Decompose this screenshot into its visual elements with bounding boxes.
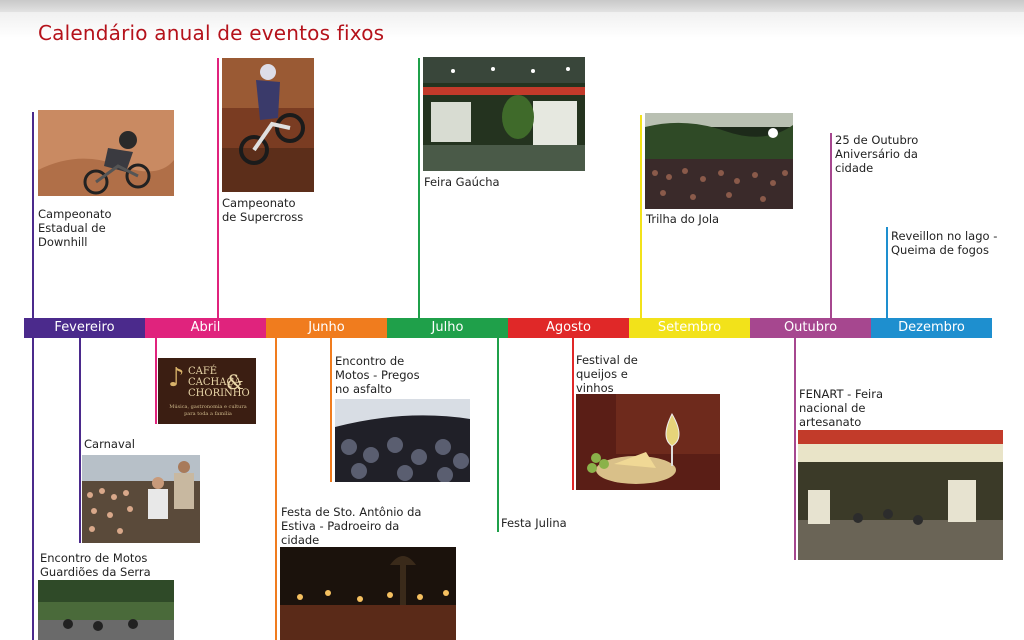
- supercross-photo: [222, 58, 314, 192]
- event-santo-antonio: Festa de Sto. Antônio da Estiva - Padroe…: [281, 505, 422, 547]
- poster-tagline: Música, gastronomia e cultura para toda …: [169, 404, 247, 417]
- poster-brand-line3: CHORINHO: [188, 388, 250, 399]
- event-festa-julina: Festa Julina: [501, 516, 567, 530]
- cafe-cachaca-poster: ♪ CAFÉ CACHAÇA CHORINHO & Música, gastro…: [158, 358, 256, 424]
- month-outubro: Outubro: [750, 318, 871, 338]
- month-setembro: Setembro: [629, 318, 750, 338]
- connector-fenart: [794, 336, 796, 560]
- fenart-photo: [798, 430, 1003, 560]
- santo-antonio-photo: [280, 547, 456, 640]
- downhill-photo: [38, 110, 174, 196]
- connector-aniversario: [830, 133, 832, 320]
- connector-reveillon: [886, 227, 888, 320]
- carnaval-photo: [82, 455, 200, 543]
- event-reveillon: Reveillon no lago - Queima de fogos: [891, 229, 998, 257]
- month-junho: Junho: [266, 318, 387, 338]
- connector-queijos: [572, 336, 574, 490]
- guardioes-photo: [38, 580, 174, 640]
- event-feira-gaucha: Feira Gaúcha: [424, 175, 500, 189]
- event-queijos-vinhos: Festival de queijos e vinhos: [576, 353, 638, 395]
- connector-pregos: [330, 336, 332, 482]
- connector-cafe: [155, 336, 157, 424]
- page-title: Calendário anual de eventos fixos: [38, 21, 385, 45]
- connector-supercross: [217, 58, 219, 320]
- music-note-icon: ♪: [168, 363, 185, 393]
- poster-brand: CAFÉ CACHAÇA CHORINHO: [188, 366, 250, 399]
- month-timeline: Fevereiro Abril Junho Julho Agosto Setem…: [24, 318, 993, 338]
- connector-feira-gaucha: [418, 58, 420, 320]
- event-guardioes: Encontro de Motos Guardiões da Serra: [40, 551, 151, 579]
- month-julho: Julho: [387, 318, 508, 338]
- event-trilha-jola: Trilha do Jola: [646, 212, 720, 226]
- event-aniversario: 25 de Outubro Aniversário da cidade: [835, 133, 919, 175]
- event-pregos-asfalto: Encontro de Motos - Pregos no asfalto: [335, 354, 420, 396]
- connector-downhill: [32, 112, 34, 320]
- pregos-asfalto-photo: [335, 399, 470, 482]
- trilha-jola-photo: [645, 113, 793, 209]
- event-carnaval: Carnaval: [84, 437, 135, 451]
- event-supercross: Campeonato de Supercross: [222, 196, 304, 224]
- connector-santo-antonio: [275, 336, 277, 640]
- top-bar: [0, 0, 1024, 12]
- month-abril: Abril: [145, 318, 266, 338]
- top-bar-fade: [0, 12, 1024, 38]
- month-dezembro: Dezembro: [871, 318, 992, 338]
- poster-brand-line1: CAFÉ: [188, 366, 218, 377]
- poster-brand-line2: CACHAÇA: [188, 377, 242, 388]
- poster-ampersand: &: [226, 370, 244, 394]
- month-agosto: Agosto: [508, 318, 629, 338]
- event-fenart: FENART - Feira nacional de artesanato: [799, 387, 884, 429]
- feira-gaucha-photo: [423, 57, 585, 171]
- connector-trilha-jola: [640, 115, 642, 320]
- month-fevereiro: Fevereiro: [24, 318, 145, 338]
- connector-festa-julina: [497, 336, 499, 532]
- connector-carnaval: [79, 336, 81, 543]
- queijos-vinhos-photo: [576, 394, 720, 490]
- connector-guardioes: [32, 336, 34, 640]
- event-downhill: Campeonato Estadual de Downhill: [38, 207, 112, 249]
